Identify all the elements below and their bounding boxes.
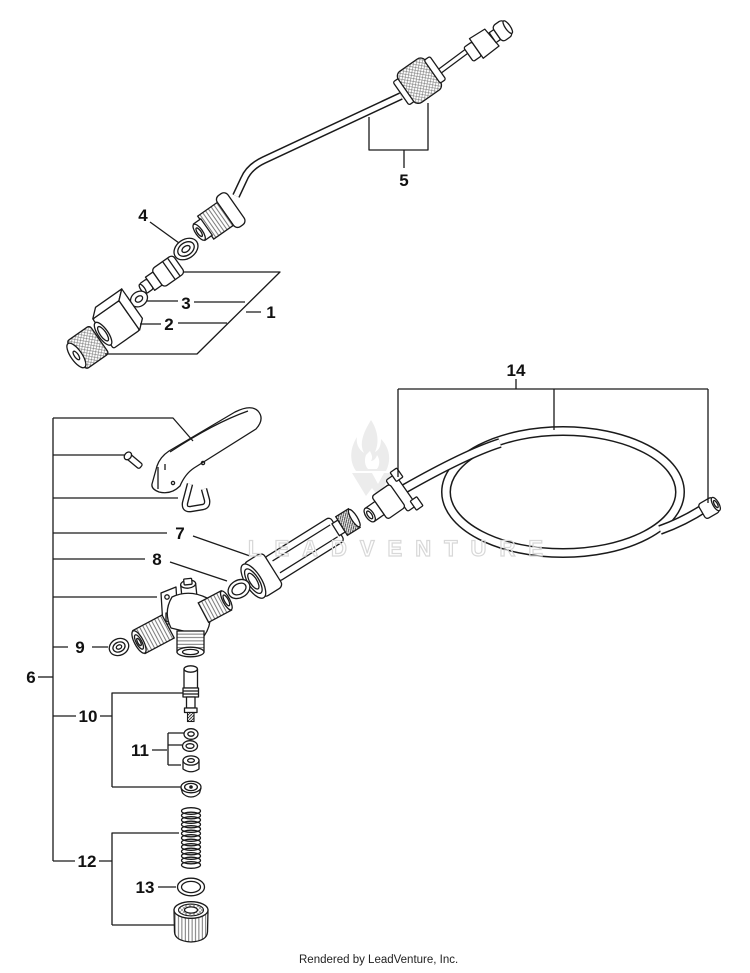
watermark-text: LEADVENTURE xyxy=(248,536,556,561)
footer-credit: Rendered by LeadVenture, Inc. xyxy=(299,954,458,966)
lever-pin xyxy=(123,451,143,469)
retainer-clip xyxy=(181,483,211,513)
control-lever xyxy=(151,407,262,494)
filter-cap xyxy=(173,901,209,943)
o-ring-medium xyxy=(227,578,251,600)
seal-ring-set xyxy=(181,728,200,773)
callout-14[interactable]: 14 xyxy=(507,361,526,380)
callout-3[interactable]: 3 xyxy=(181,294,190,313)
callout-1[interactable]: 1 xyxy=(266,303,275,322)
callout-8[interactable]: 8 xyxy=(152,550,161,569)
callout-7[interactable]: 7 xyxy=(175,524,184,543)
valve-seat-disc xyxy=(180,780,202,798)
nozzle-cap xyxy=(66,325,109,369)
callout-4[interactable]: 4 xyxy=(138,206,148,225)
wand-knob xyxy=(393,56,446,105)
spring xyxy=(180,807,202,869)
callout-12[interactable]: 12 xyxy=(78,852,97,871)
callout-11[interactable]: 11 xyxy=(131,741,149,760)
callout-2[interactable]: 2 xyxy=(164,315,173,334)
hose xyxy=(401,426,709,558)
o-ring-large xyxy=(176,877,206,897)
sealing-washer xyxy=(173,237,199,261)
wand-coupler xyxy=(192,192,246,242)
valve-body xyxy=(131,577,233,658)
callout-5[interactable]: 5 xyxy=(399,171,408,190)
spray-wand-tube xyxy=(232,45,473,198)
hose-end-fitting xyxy=(698,496,722,519)
washer-small xyxy=(108,637,130,657)
callout-9[interactable]: 9 xyxy=(75,638,84,657)
callout-6[interactable]: 6 xyxy=(26,668,35,687)
hose-coupling-nut xyxy=(363,467,424,523)
nozzle-holder xyxy=(92,288,144,349)
leadventure-flame-logo xyxy=(351,420,392,496)
nozzle-insert xyxy=(138,255,185,295)
valve-stem xyxy=(182,665,200,723)
callout-leader-lines xyxy=(38,103,709,926)
callout-10[interactable]: 10 xyxy=(79,707,98,726)
callout-13[interactable]: 13 xyxy=(136,878,155,897)
wand-tip-connector xyxy=(463,20,514,62)
